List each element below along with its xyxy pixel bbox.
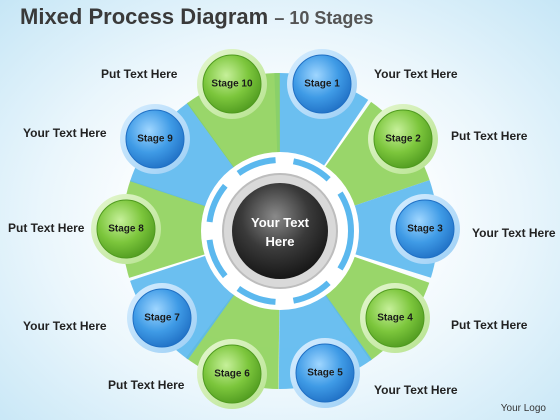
wedge-3 <box>280 180 439 278</box>
stage-node-1: Stage 1 <box>287 49 357 119</box>
stage-label: Stage 2 <box>385 134 421 145</box>
side-text-3: Your Text Here <box>472 226 556 240</box>
stage-node-10: Stage 10 <box>197 49 267 119</box>
stage-circle <box>295 343 355 403</box>
center-circle <box>232 183 328 279</box>
stage-node-5: Stage 5 <box>290 338 360 408</box>
side-text-1: Your Text Here <box>374 67 458 81</box>
center-hub: Your Text Here <box>201 152 359 310</box>
stage-label: Stage 10 <box>211 79 253 90</box>
stage-label: Stage 7 <box>144 313 180 324</box>
side-text-4: Put Text Here <box>451 318 528 332</box>
side-text-7: Your Text Here <box>23 319 107 333</box>
stage-circle <box>96 199 156 259</box>
side-text-5: Your Text Here <box>374 383 458 397</box>
side-text-8: Put Text Here <box>8 221 85 235</box>
stage-circle <box>395 199 455 259</box>
stage-nodes: Stage 1 Stage 2 Stage 3 Stage 4 Stage 5 Stage… <box>91 49 460 409</box>
stage-label: Stage 6 <box>214 369 250 380</box>
side-text-2: Put Text Here <box>451 129 528 143</box>
stage-circle <box>365 288 425 348</box>
page-title: Mixed Process Diagram – 10 Stages <box>20 4 373 30</box>
stage-circle <box>373 109 433 169</box>
stage-node-8: Stage 8 <box>91 194 161 264</box>
side-text-9: Your Text Here <box>23 126 107 140</box>
wedge-8 <box>121 180 280 278</box>
title-main: Mixed Process Diagram <box>20 4 269 29</box>
title-subtitle: – 10 Stages <box>274 8 374 28</box>
stage-label: Stage 3 <box>407 224 443 235</box>
hub-segment-ring <box>206 157 354 305</box>
stage-node-2: Stage 2 <box>368 104 438 174</box>
side-text-10: Put Text Here <box>101 67 178 81</box>
stage-label: Stage 4 <box>377 313 413 324</box>
center-text-line2: Here <box>266 234 295 249</box>
stage-label: Stage 1 <box>304 79 340 90</box>
stage-circle <box>202 344 262 404</box>
stage-node-4: Stage 4 <box>360 283 430 353</box>
stage-circle <box>292 54 352 114</box>
stage-node-3: Stage 3 <box>390 194 460 264</box>
stage-label: Stage 9 <box>137 134 173 145</box>
stage-label: Stage 5 <box>307 368 343 379</box>
side-text-6: Put Text Here <box>108 378 185 392</box>
stage-node-7: Stage 7 <box>127 283 197 353</box>
stage-circle <box>132 288 192 348</box>
stage-circle <box>125 109 185 169</box>
stage-node-9: Stage 9 <box>120 104 190 174</box>
center-text-line1: Your Text <box>251 215 310 230</box>
stage-circle <box>202 54 262 114</box>
logo-text: Your Logo <box>500 403 546 414</box>
stage-node-6: Stage 6 <box>197 339 267 409</box>
stage-label: Stage 8 <box>108 224 144 235</box>
